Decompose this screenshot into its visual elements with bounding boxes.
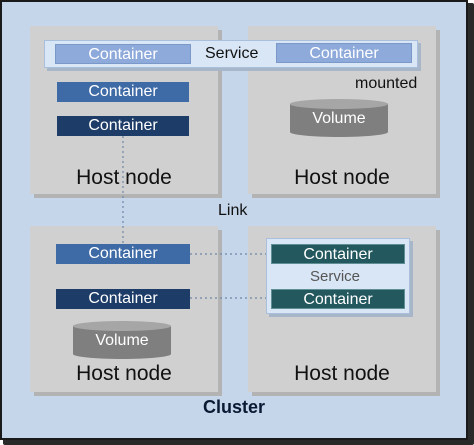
service-label-top: Service: [205, 45, 259, 62]
host-node-label: Host node: [294, 362, 390, 385]
host-node-label: Host node: [294, 166, 390, 189]
container-bottom-left-mid: Container: [56, 244, 190, 264]
host-node-label: Host node: [76, 362, 172, 385]
container-bottom-right-lower: Container: [271, 289, 405, 309]
container-top-left-mid: Container: [57, 82, 189, 102]
container-top-left-service: Container: [55, 44, 191, 64]
service-label-bottom: Service: [310, 268, 361, 285]
container-top-right-service: Container: [276, 43, 412, 63]
host-node-label: Host node: [76, 166, 172, 189]
container-top-left-dark: Container: [57, 116, 189, 136]
link-label: Link: [218, 202, 248, 219]
volume-cylinder-icon: [73, 321, 171, 359]
cluster-label: Cluster: [202, 397, 265, 417]
volume-label: Volume: [312, 110, 366, 127]
container-bottom-left-dark: Container: [56, 289, 190, 309]
mounted-label: mounted: [355, 75, 418, 92]
volume-top-right: Volume: [290, 99, 388, 137]
container-bottom-right-upper: Container: [271, 244, 405, 264]
volume-label: Volume: [95, 332, 149, 349]
volume-cylinder-icon: [290, 99, 388, 137]
volume-bottom-left: Volume: [73, 321, 171, 359]
